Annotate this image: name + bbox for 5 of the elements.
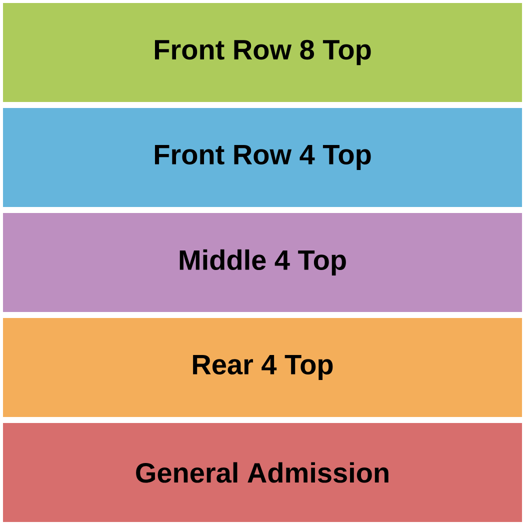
seating-section: Front Row 8 Top [3,3,522,102]
seating-section: General Admission [3,423,522,522]
seating-section: Rear 4 Top [3,318,522,417]
seating-section: Front Row 4 Top [3,108,522,207]
seating-section: Middle 4 Top [3,213,522,312]
